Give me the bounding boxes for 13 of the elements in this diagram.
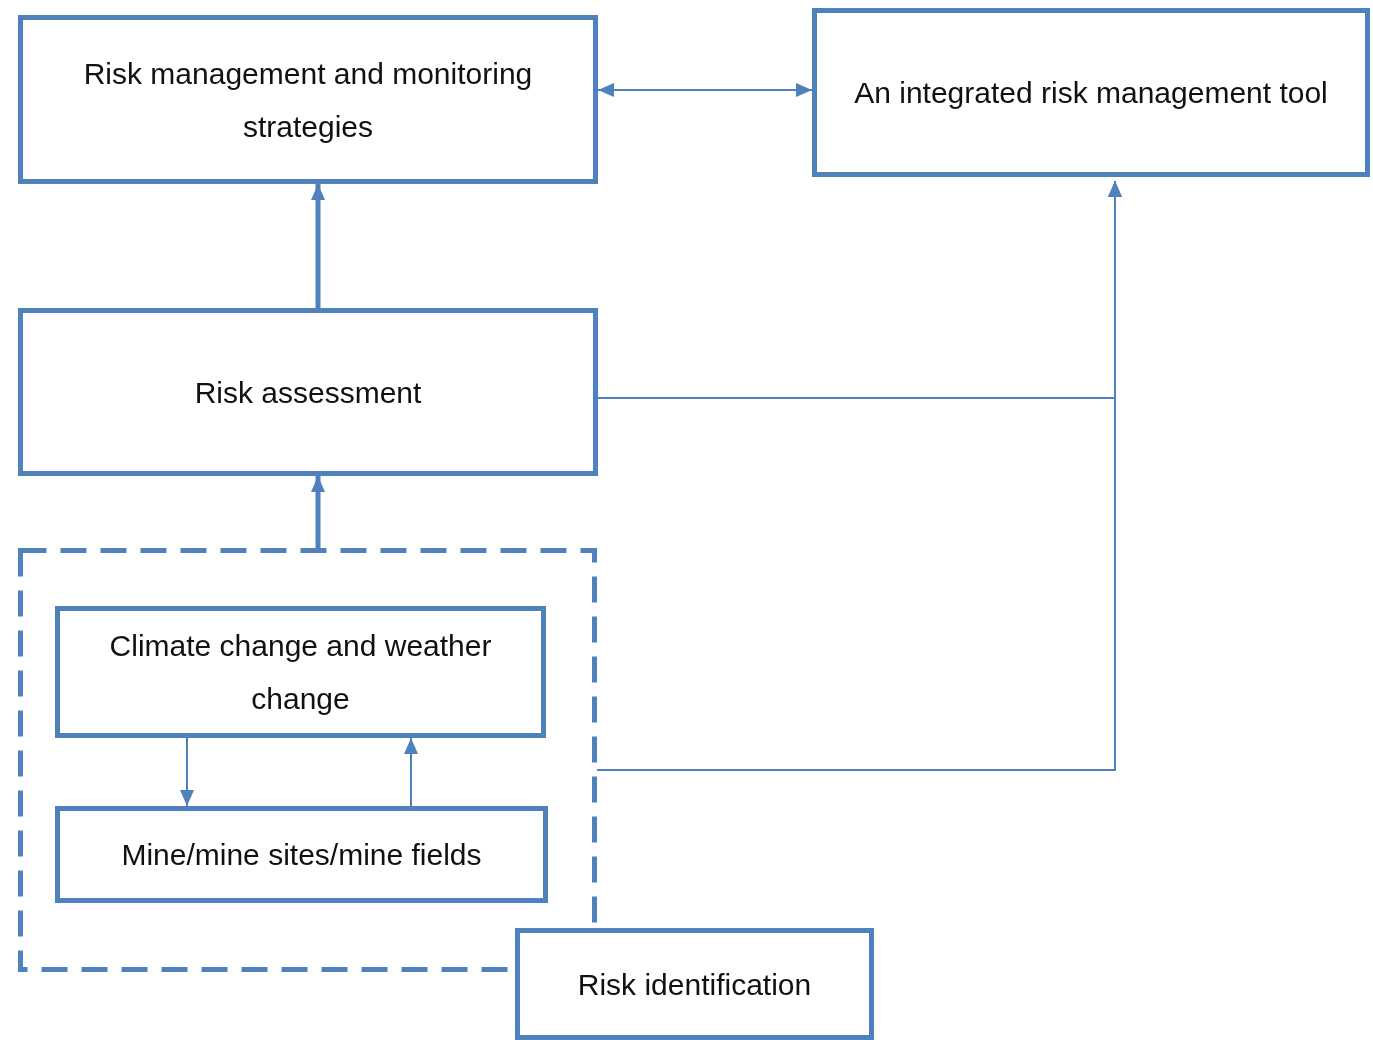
process-box: Climate change and weather change bbox=[55, 606, 546, 738]
process-box: An integrated risk management tool bbox=[812, 8, 1370, 177]
arrow bbox=[311, 476, 325, 548]
arrow bbox=[180, 737, 194, 807]
process-box: Mine/mine sites/mine fields bbox=[55, 806, 548, 903]
arrow bbox=[596, 180, 1122, 771]
process-box: Risk identification bbox=[515, 928, 874, 1040]
arrow bbox=[311, 184, 325, 308]
arrow bbox=[404, 737, 418, 807]
dashed-group-box bbox=[18, 548, 597, 972]
arrow bbox=[597, 83, 813, 97]
process-box: Risk management and monitoring strategies bbox=[18, 15, 598, 184]
process-box: Risk assessment bbox=[18, 308, 598, 476]
